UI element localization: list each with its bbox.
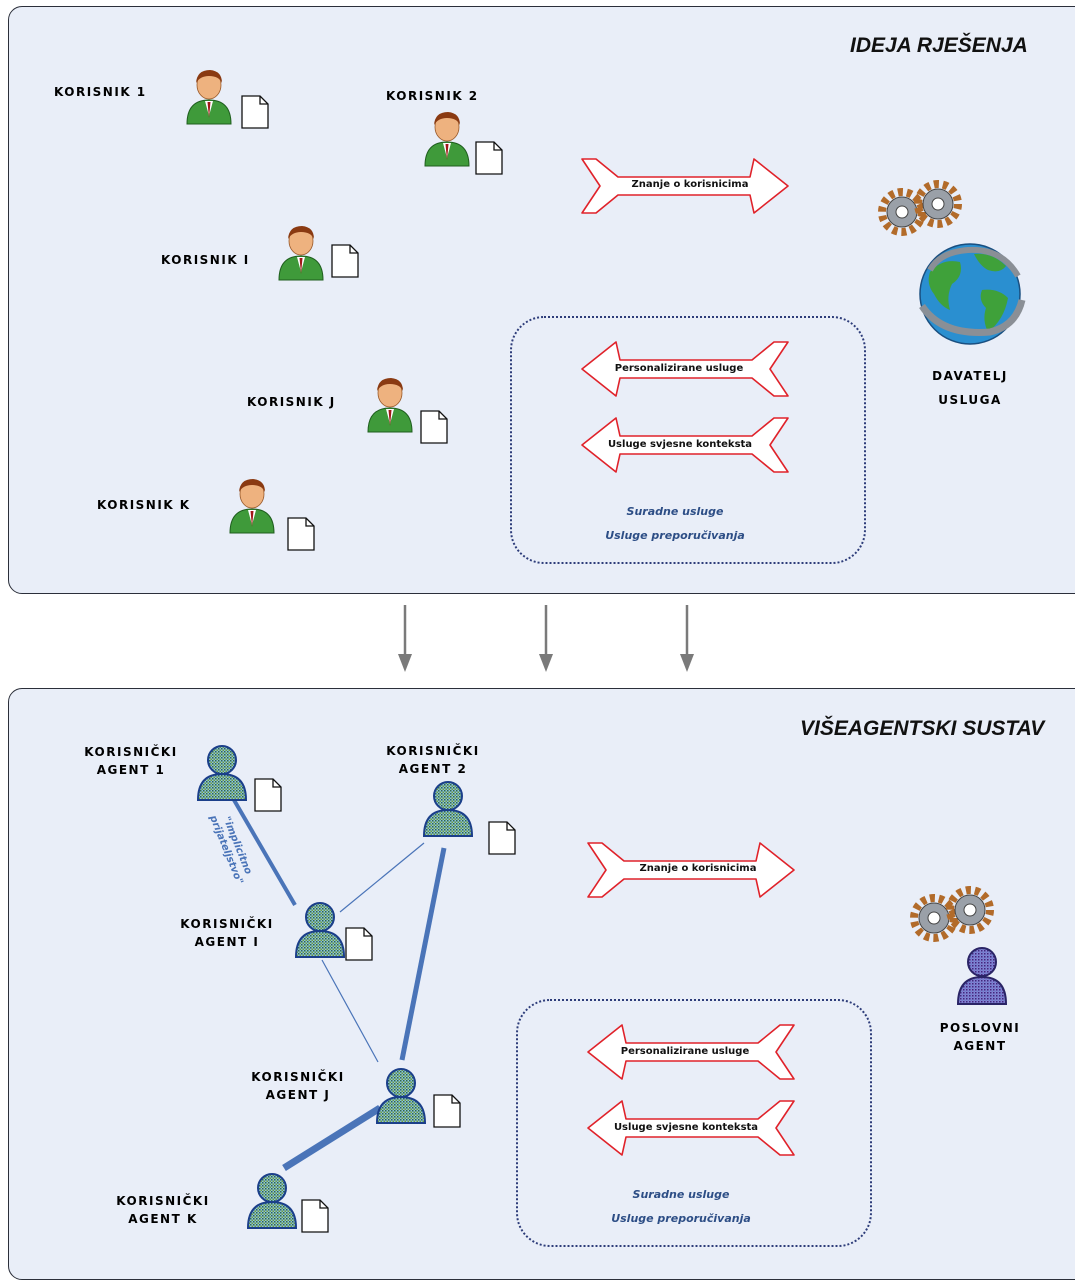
agent-label-j: KORISNIČKI AGENT J [243,1068,353,1104]
provider-label-line1: DAVATELJ [932,369,1008,383]
agent-label-2-line2: AGENT 2 [398,762,468,776]
panel-title-bottom: VIŠEAGENTSKI SUSTAV [800,717,1045,740]
document-icon [301,1199,329,1233]
business-agent-icon [956,947,1008,1005]
gears-icon [910,886,994,942]
agent-icon [196,745,248,801]
document-icon [287,517,315,551]
arrow-label-personalizirane: Personalizirane usluge [614,363,744,374]
provider-label: DAVATELJ USLUGA [910,367,1030,409]
services-dotted-box-bottom [516,999,872,1247]
link-agent2-agentJ [399,847,447,1061]
user-label-j: KORISNIK J [247,395,336,409]
arrow-left-shape [587,1100,795,1156]
document-icon [420,410,448,444]
agent-icon [375,1068,427,1124]
gears-icon [878,180,962,236]
user-person-icon [367,378,413,433]
document-icon [433,1094,461,1128]
arrow-left-shape [587,1024,795,1080]
agent-icon [246,1173,298,1229]
agent-label-k-line2: AGENT K [128,1212,198,1226]
user-label-i: KORISNIK I [161,253,250,267]
document-icon [254,778,282,812]
agent-label-i-line2: AGENT I [194,935,260,949]
business-agent-label: POSLOVNI AGENT [920,1019,1040,1055]
document-icon [475,141,503,175]
panel-ideja-rjesenja [8,6,1075,594]
link-agentI-agent2 [339,842,425,913]
user-label-k: KORISNIK K [97,498,191,512]
user-person-icon [278,226,324,281]
link-agentJ-agentK [282,1105,382,1171]
arrow-right-shape [587,842,795,898]
agent-label-k: KORISNIČKI AGENT K [108,1192,218,1228]
globe-icon [919,243,1026,345]
agent-icon [294,902,346,958]
user-person-icon [424,112,470,167]
business-agent-line2: AGENT [953,1039,1007,1053]
document-icon [488,821,516,855]
agent-label-i-line1: KORISNIČKI [180,917,274,931]
box-text-suradne: Suradne usluge [626,505,724,518]
agent-label-i: KORISNIČKI AGENT I [172,915,282,951]
user-label-2: KORISNIK 2 [386,89,479,103]
arrow-right-shape [581,158,789,214]
agent-label-j-line2: AGENT J [265,1088,331,1102]
document-icon [345,927,373,961]
agent-label-2-line1: KORISNIČKI [386,744,480,758]
arrow-left-shape [581,341,789,397]
panel-title-top: IDEJA RJEŠENJA [850,34,1028,57]
business-agent-line1: POSLOVNI [939,1021,1021,1035]
services-dotted-box [510,316,866,564]
arrow-label-kontekst-bottom: Usluge svjesne konteksta [613,1122,759,1133]
agent-label-1-line1: KORISNIČKI [84,745,178,759]
agent-label-2: KORISNIČKI AGENT 2 [378,742,488,778]
agent-label-k-line1: KORISNIČKI [116,1194,210,1208]
agent-icon [422,781,474,837]
arrow-label-znanje-bottom: Znanje o korisnicima [639,863,757,874]
link-agentI-agentJ [321,959,379,1063]
user-label-1: KORISNIK 1 [54,85,147,99]
user-person-icon [229,479,275,534]
arrow-label-kontekst: Usluge svjesne konteksta [607,439,753,450]
arrow-left-shape [581,417,789,473]
document-icon [331,244,359,278]
link-agent1-agentI [232,798,297,907]
user-person-icon [186,70,232,125]
box-text-preporucivanja-bottom: Usluge preporučivanja [611,1212,751,1225]
document-icon [241,95,269,129]
agent-label-j-line1: KORISNIČKI [251,1070,345,1084]
agent-label-1-line2: AGENT 1 [96,763,166,777]
agent-label-1: KORISNIČKI AGENT 1 [76,743,186,779]
box-text-suradne-bottom: Suradne usluge [632,1188,730,1201]
box-text-preporucivanja: Usluge preporučivanja [605,529,745,542]
provider-label-line2: USLUGA [938,393,1002,407]
arrow-label-personalizirane-bottom: Personalizirane usluge [620,1046,750,1057]
arrow-label-znanje: Znanje o korisnicima [631,179,749,190]
